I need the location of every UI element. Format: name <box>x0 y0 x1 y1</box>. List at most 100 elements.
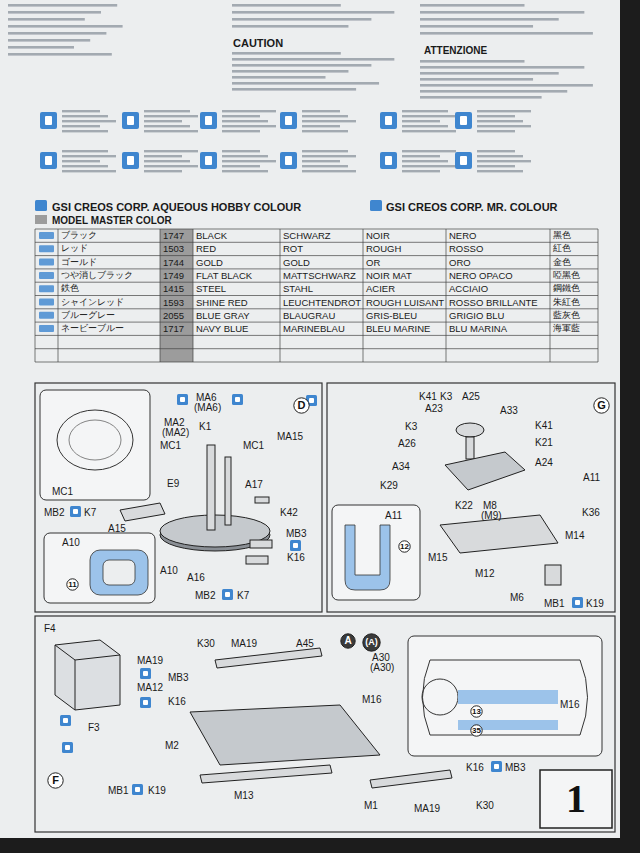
part-label: MA15 <box>277 431 303 443</box>
circled-letter: 11 <box>66 578 79 591</box>
part-label: M1 <box>364 800 378 812</box>
table-cell: ブルーグレー <box>61 310 115 321</box>
table-cell: BLAUGRAU <box>283 310 335 321</box>
table-cell: 朱紅色 <box>553 297 580 308</box>
table-cell: 1717 <box>163 323 184 334</box>
part-label: K7 <box>84 507 96 519</box>
table-cell: BLEU MARINE <box>366 323 430 334</box>
illustration <box>0 0 620 838</box>
part-label: K16 <box>466 762 484 774</box>
table-cell: OR <box>366 257 380 268</box>
part-label: A23 <box>425 403 443 415</box>
circled-letter: G <box>593 397 610 414</box>
node-text: (A) <box>365 638 378 647</box>
table-cell: 1415 <box>163 283 184 294</box>
part-label: A24 <box>535 457 553 469</box>
table-cell: GRIS-BLEU <box>366 310 417 321</box>
part-label: K19 <box>586 598 604 610</box>
table-cell: 鋼鐵色 <box>553 283 580 294</box>
part-label: K3 <box>440 391 452 403</box>
part-label: F3 <box>88 722 100 734</box>
table-cell: 藍灰色 <box>553 310 580 321</box>
table-cell: ORO <box>449 257 471 268</box>
part-label: A11 <box>583 472 600 484</box>
node-text: 11 <box>68 581 76 589</box>
heading-text: GSI CREOS CORP. AQUEOUS HOBBY COLOUR <box>52 201 301 213</box>
heading-text: MODEL MASTER COLOR <box>52 215 172 227</box>
table-cell: LEUCHTENDROT <box>283 297 361 308</box>
table-cell: つや消しブラック <box>61 270 133 281</box>
part-label: MC1 <box>160 440 181 452</box>
table-cell: ブラック <box>61 230 97 241</box>
table-cell: SHINE RED <box>196 297 248 308</box>
table-cell: GOLD <box>196 257 223 268</box>
table-cell: BLACK <box>196 230 227 241</box>
part-label: A10 <box>62 537 80 549</box>
part-label: K16 <box>287 552 305 564</box>
table-cell: ACCIAIO <box>449 283 488 294</box>
table-cell: 2055 <box>163 310 184 321</box>
part-label: F4 <box>44 623 56 635</box>
part-label: MC1 <box>243 440 264 452</box>
part-label: A34 <box>392 461 410 473</box>
part-label: K22 <box>455 500 473 512</box>
part-label: K42 <box>280 507 298 519</box>
node-text: F <box>52 775 59 786</box>
table-cell: MATTSCHWARZ <box>283 270 356 281</box>
part-label: MC1 <box>52 486 73 498</box>
heading-text: GSI CREOS CORP. MR. COLOUR <box>386 201 558 213</box>
part-label: K29 <box>380 480 398 492</box>
table-cell: 1503 <box>163 243 184 254</box>
circled-letter: (A) <box>362 633 381 652</box>
circled-letter: F <box>47 772 64 789</box>
table-cell: ROSSO <box>449 243 483 254</box>
circled-letter: D <box>293 397 310 414</box>
part-label: K41 <box>535 420 553 432</box>
table-cell: MARINEBLAU <box>283 323 345 334</box>
table-cell: ネービーブルー <box>61 323 124 334</box>
part-label: A33 <box>500 405 518 417</box>
table-cell: RED <box>196 243 216 254</box>
part-label: MB1 <box>544 598 565 610</box>
table-cell: 金色 <box>553 257 571 268</box>
part-label: MA19 <box>137 655 163 667</box>
part-label: (MA2) <box>162 427 189 439</box>
part-label: M16 <box>560 699 579 711</box>
part-label: MB3 <box>286 528 307 540</box>
part-label: M16 <box>362 694 381 706</box>
table-cell: SCHWARZ <box>283 230 331 241</box>
circled-letter: 13 <box>470 705 483 718</box>
table-cell: 1744 <box>163 257 184 268</box>
part-label: MB2 <box>195 590 216 602</box>
node-text: 13 <box>472 708 481 716</box>
part-label: E9 <box>167 478 179 490</box>
table-cell: 紅色 <box>553 243 571 254</box>
part-label: A15 <box>108 523 126 535</box>
node-text: 12 <box>400 543 409 551</box>
part-label: MB3 <box>505 762 526 774</box>
node-text: G <box>597 400 606 411</box>
part-label: MA12 <box>137 682 163 694</box>
part-label: K21 <box>535 437 553 449</box>
part-label: MB3 <box>168 672 189 684</box>
part-label: K30 <box>476 800 494 812</box>
table-cell: ROUGH <box>366 243 401 254</box>
part-label: M6 <box>510 592 524 604</box>
part-label: K7 <box>237 590 249 602</box>
part-label: (MA6) <box>194 402 221 414</box>
part-label: K19 <box>148 785 166 797</box>
part-label: A45 <box>296 638 314 650</box>
table-cell: ROSSO BRILLANTE <box>449 297 538 308</box>
step-number: 1 <box>540 770 612 828</box>
part-label: K3 <box>405 421 417 433</box>
part-label: (M9) <box>481 510 502 522</box>
table-cell: 1747 <box>163 230 184 241</box>
node-text: 1 <box>566 779 586 819</box>
part-label: A16 <box>187 572 205 584</box>
part-label: K30 <box>197 638 215 650</box>
part-label: MB1 <box>108 785 129 797</box>
table-cell: 1749 <box>163 270 184 281</box>
part-label: M12 <box>475 568 494 580</box>
table-cell: 鉄色 <box>61 283 79 294</box>
part-label: (A30) <box>370 662 394 674</box>
